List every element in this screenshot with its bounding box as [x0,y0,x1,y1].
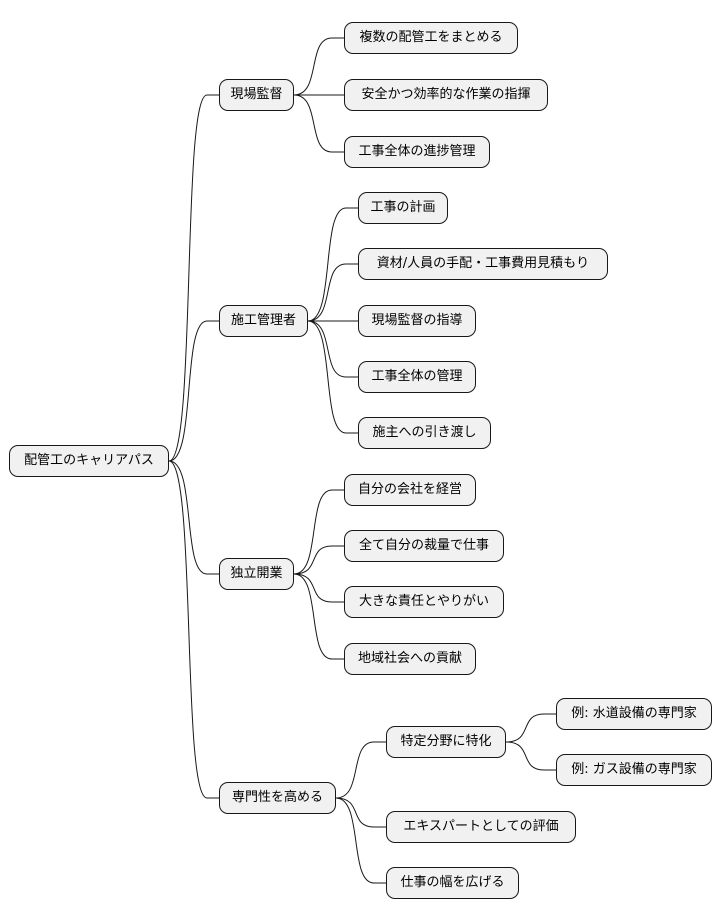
connector-c2-c2_3 [293,573,344,660]
node-label: 専門性を高める [231,790,323,805]
node-label: 自分の会社を経営 [357,482,462,497]
node-specialize-field: 特定分野に特化 [386,726,506,758]
connector-c3_0-c3_0_1 [505,741,556,771]
connector-c3_0-c3_0_0 [505,713,556,743]
node-label: 工事全体の管理 [371,369,463,384]
node-broaden-work: 仕事の幅を広げる [386,867,519,899]
node-construction-planning: 工事の計画 [358,192,448,224]
node-label: 独立開業 [230,566,283,581]
node-label: 仕事の幅を広げる [400,875,505,890]
node-label: 施工管理者 [230,313,296,328]
connector-c2-c2_2 [293,573,344,603]
node-progress-management: 工事全体の進捗管理 [344,136,490,168]
connector-c0-c0_2 [293,94,344,153]
connector-root-c2 [168,460,219,575]
node-label: 資材/人員の手配・工事費用見積もり [376,256,590,271]
node-label: エキスパートとしての評価 [403,819,559,834]
node-label: 大きな責任とやりがい [358,594,489,609]
node-label: 全て自分の裁量で仕事 [358,538,489,553]
node-run-own-company: 自分の会社を経営 [344,474,476,506]
node-label: 複数の配管工をまとめる [359,30,503,45]
node-label: 安全かつ効率的な作業の指揮 [361,87,531,102]
node-label: 工事全体の進捗管理 [358,144,476,159]
node-expert-evaluation: エキスパートとしての評価 [386,811,576,843]
node-label: 施主への引き渡し [372,425,477,440]
node-independent-business: 独立開業 [219,558,294,590]
node-construction-manager: 施工管理者 [219,305,308,337]
connector-c3-c3_2 [335,797,386,884]
connector-root-c1 [168,320,219,462]
node-label: 工事の計画 [370,200,436,215]
connector-c2-c2_1 [293,545,344,575]
node-community-contribution: 地域社会への貢献 [344,643,476,675]
node-own-discretion: 全て自分の裁量で仕事 [344,530,504,562]
node-overall-management: 工事全体の管理 [358,361,476,393]
node-materials-staffing-estimate: 資材/人員の手配・工事費用見積もり [358,248,608,280]
connector-c1-c1_3 [307,320,358,378]
node-gas-specialist: 例: ガス設備の専門家 [556,754,712,786]
node-site-supervisor: 現場監督 [219,79,294,111]
connector-c1-c1_1 [307,263,358,322]
node-water-specialist: 例: 水道設備の専門家 [556,698,712,730]
connector-c0-c0_0 [293,37,344,96]
node-label: 地域社会への貢献 [357,651,462,666]
connector-root-c3 [168,460,219,799]
node-label: 現場監督の指導 [371,313,463,328]
connector-root-c0 [168,94,219,462]
node-label: 例: ガス設備の専門家 [571,762,697,777]
node-label: 配管工のキャリアパス [24,453,154,468]
node-career-path-root: 配管工のキャリアパス [9,445,169,477]
connector-c2-c2_0 [293,489,344,575]
node-safe-efficient-command: 安全かつ効率的な作業の指揮 [344,79,548,111]
node-label: 例: 水道設備の専門家 [571,706,697,721]
node-increase-expertise: 専門性を高める [219,782,336,814]
connector-c3-c3_1 [335,797,386,828]
node-supervisor-guidance: 現場監督の指導 [358,305,476,337]
connector-c1-c1_0 [307,207,358,322]
node-manage-plumbers: 複数の配管工をまとめる [344,22,518,54]
node-label: 特定分野に特化 [400,734,492,749]
connector-c3-c3_0 [335,741,386,799]
node-label: 現場監督 [230,87,283,102]
connector-c1-c1_4 [307,320,358,434]
node-client-handover: 施主への引き渡し [358,417,491,449]
node-responsibility-reward: 大きな責任とやりがい [344,586,504,618]
